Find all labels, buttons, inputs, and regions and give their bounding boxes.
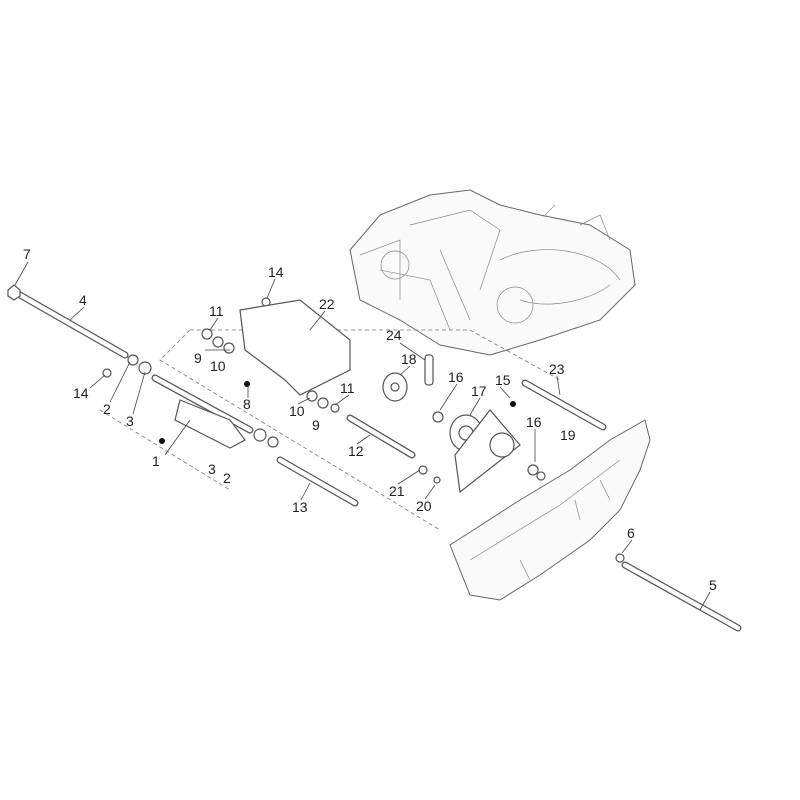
- assembly-dot: [159, 438, 165, 444]
- part-label-14b: 14: [268, 264, 284, 280]
- part-label-12: 12: [348, 443, 364, 459]
- part-label-22: 22: [319, 296, 335, 312]
- small-parts: [7, 284, 625, 563]
- part-label-23: 23: [549, 361, 565, 377]
- part-label-10: 10: [210, 358, 226, 374]
- part-label-18: 18: [401, 351, 417, 367]
- part-label-5: 5: [709, 577, 717, 593]
- part-label-11: 11: [209, 303, 224, 319]
- part-label-14: 14: [73, 385, 89, 401]
- part-label-10b: 10: [289, 403, 305, 419]
- part-label-2: 2: [103, 401, 111, 417]
- part-label-2b: 2: [223, 470, 231, 486]
- leader-lines: [14, 261, 711, 611]
- frame-section: [449, 419, 651, 601]
- part-label-6: 6: [627, 525, 635, 541]
- part-label-3: 3: [126, 413, 134, 429]
- part-label-4: 4: [79, 292, 87, 308]
- part-label-24: 24: [386, 327, 402, 343]
- part-label-19: 19: [560, 427, 576, 443]
- part-label-20: 20: [416, 498, 432, 514]
- part-label-11b: 11: [340, 380, 355, 396]
- part-label-9: 9: [194, 350, 202, 366]
- part-labels: 7 4 14 2 3 1 3 2 13 14 11 22 9 10 8 10 9…: [23, 246, 717, 593]
- part-label-17: 17: [471, 383, 487, 399]
- assembly-dot: [244, 381, 250, 387]
- engine-assembly: [349, 189, 636, 356]
- assembly-dot: [510, 401, 516, 407]
- rods: [16, 291, 742, 632]
- part-label-15: 15: [495, 372, 511, 388]
- part-label-8: 8: [243, 396, 251, 412]
- part-label-13: 13: [292, 499, 308, 515]
- part-label-9b: 9: [312, 417, 320, 433]
- part-label-16: 16: [448, 369, 464, 385]
- part-label-1: 1: [152, 453, 160, 469]
- part-label-3b: 3: [208, 461, 216, 477]
- part-label-7: 7: [23, 246, 31, 262]
- part-label-21: 21: [389, 483, 405, 499]
- part-label-16b: 16: [526, 414, 542, 430]
